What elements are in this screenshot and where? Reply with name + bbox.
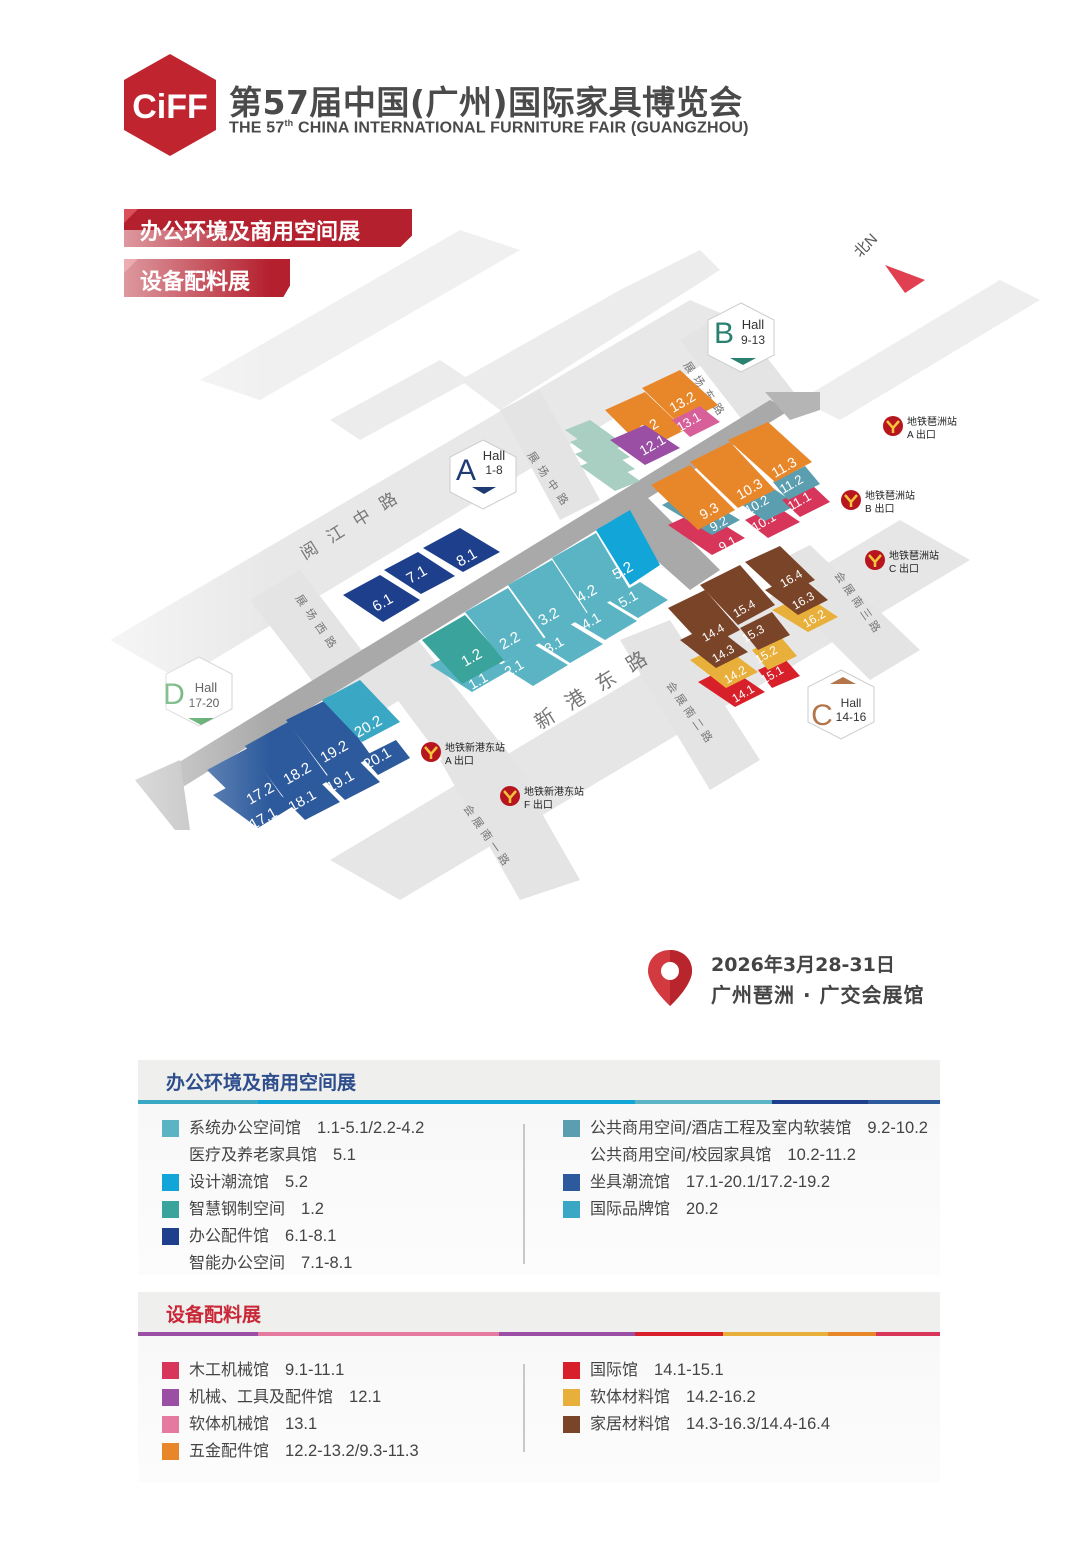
swatch-smart-steel	[162, 1201, 179, 1218]
zone-badge-c[interactable]: C Hall 14-16	[807, 669, 875, 740]
svg-text:CiFF: CiFF	[132, 88, 208, 126]
svg-text:B 出口: B 出口	[865, 502, 894, 515]
svg-text:地铁新港东站: 地铁新港东站	[445, 741, 505, 754]
metro-pazhou-a[interactable]: 地铁琶洲站 A 出口	[883, 415, 957, 441]
svg-text:B: B	[714, 317, 734, 350]
venue-info: 2026年3月28-31日 广州琶洲 · 广交会展馆	[645, 946, 955, 1007]
swatch-seating	[563, 1174, 580, 1191]
swatch-soft-machinery	[162, 1416, 179, 1433]
legend-office-color-bar	[138, 1100, 940, 1104]
north-compass: 北N	[851, 231, 925, 293]
svg-text:地铁琶洲站: 地铁琶洲站	[865, 489, 915, 502]
legend-office-title: 办公环境及商用空间展	[138, 1060, 940, 1100]
svg-text:A: A	[456, 454, 476, 487]
swatch-woodworking	[162, 1362, 179, 1379]
swatch-design-trend	[162, 1174, 179, 1191]
svg-text:A 出口: A 出口	[445, 754, 474, 767]
svg-text:Hall: Hall	[483, 448, 506, 463]
fair-date: 2026年3月28-31日	[711, 954, 895, 976]
swatch-system-office	[162, 1120, 179, 1137]
legend-divider	[523, 1124, 525, 1264]
svg-text:地铁琶洲站: 地铁琶洲站	[889, 549, 939, 562]
fair-venue: 广州琶洲 · 广交会展馆	[711, 983, 925, 1007]
fair-title-english: THE 57th CHINA INTERNATIONAL FURNITURE F…	[229, 118, 749, 137]
swatch-machinery-tools	[162, 1389, 179, 1406]
svg-text:Hall: Hall	[841, 696, 862, 710]
swatch-soft-material	[563, 1389, 580, 1406]
svg-text:C: C	[811, 699, 833, 732]
svg-text:Hall: Hall	[742, 317, 765, 332]
swatch-intl-brand	[563, 1201, 580, 1218]
svg-text:地铁琶洲站: 地铁琶洲站	[907, 415, 957, 428]
svg-text:F 出口: F 出口	[524, 798, 553, 811]
svg-text:1-8: 1-8	[485, 463, 503, 477]
legend-divider	[523, 1364, 525, 1452]
svg-text:Hall: Hall	[195, 680, 218, 695]
svg-text:D: D	[163, 678, 185, 711]
swatch-home-material	[563, 1416, 580, 1433]
fair-title-chinese: 第57届中国(广州)国际家具博览会	[229, 83, 743, 122]
swatch-office-accessory	[162, 1228, 179, 1245]
ciff-logo: CiFF	[124, 54, 216, 156]
hall-20-1[interactable]: 20.1	[361, 740, 411, 775]
location-pin-icon	[648, 950, 692, 1006]
swatch-public-commercial	[563, 1120, 580, 1137]
svg-text:14-16: 14-16	[836, 710, 867, 724]
legend-equipment-title: 设备配料展	[138, 1292, 940, 1332]
svg-text:地铁新港东站: 地铁新港东站	[524, 785, 584, 798]
swatch-hardware	[162, 1443, 179, 1460]
svg-text:C 出口: C 出口	[889, 562, 919, 575]
legend-equipment-color-bar	[138, 1332, 940, 1336]
swatch-international	[563, 1362, 580, 1379]
metro-pazhou-b[interactable]: 地铁琶洲站 B 出口	[841, 489, 915, 515]
svg-text:A 出口: A 出口	[907, 428, 936, 441]
svg-text:北N: 北N	[851, 231, 881, 261]
venue-map: A Hall 1-8 B Hall 9-13 C Hall 14-16 D Ha…	[0, 230, 1080, 910]
svg-text:17-20: 17-20	[189, 696, 220, 710]
svg-text:9-13: 9-13	[741, 333, 765, 347]
